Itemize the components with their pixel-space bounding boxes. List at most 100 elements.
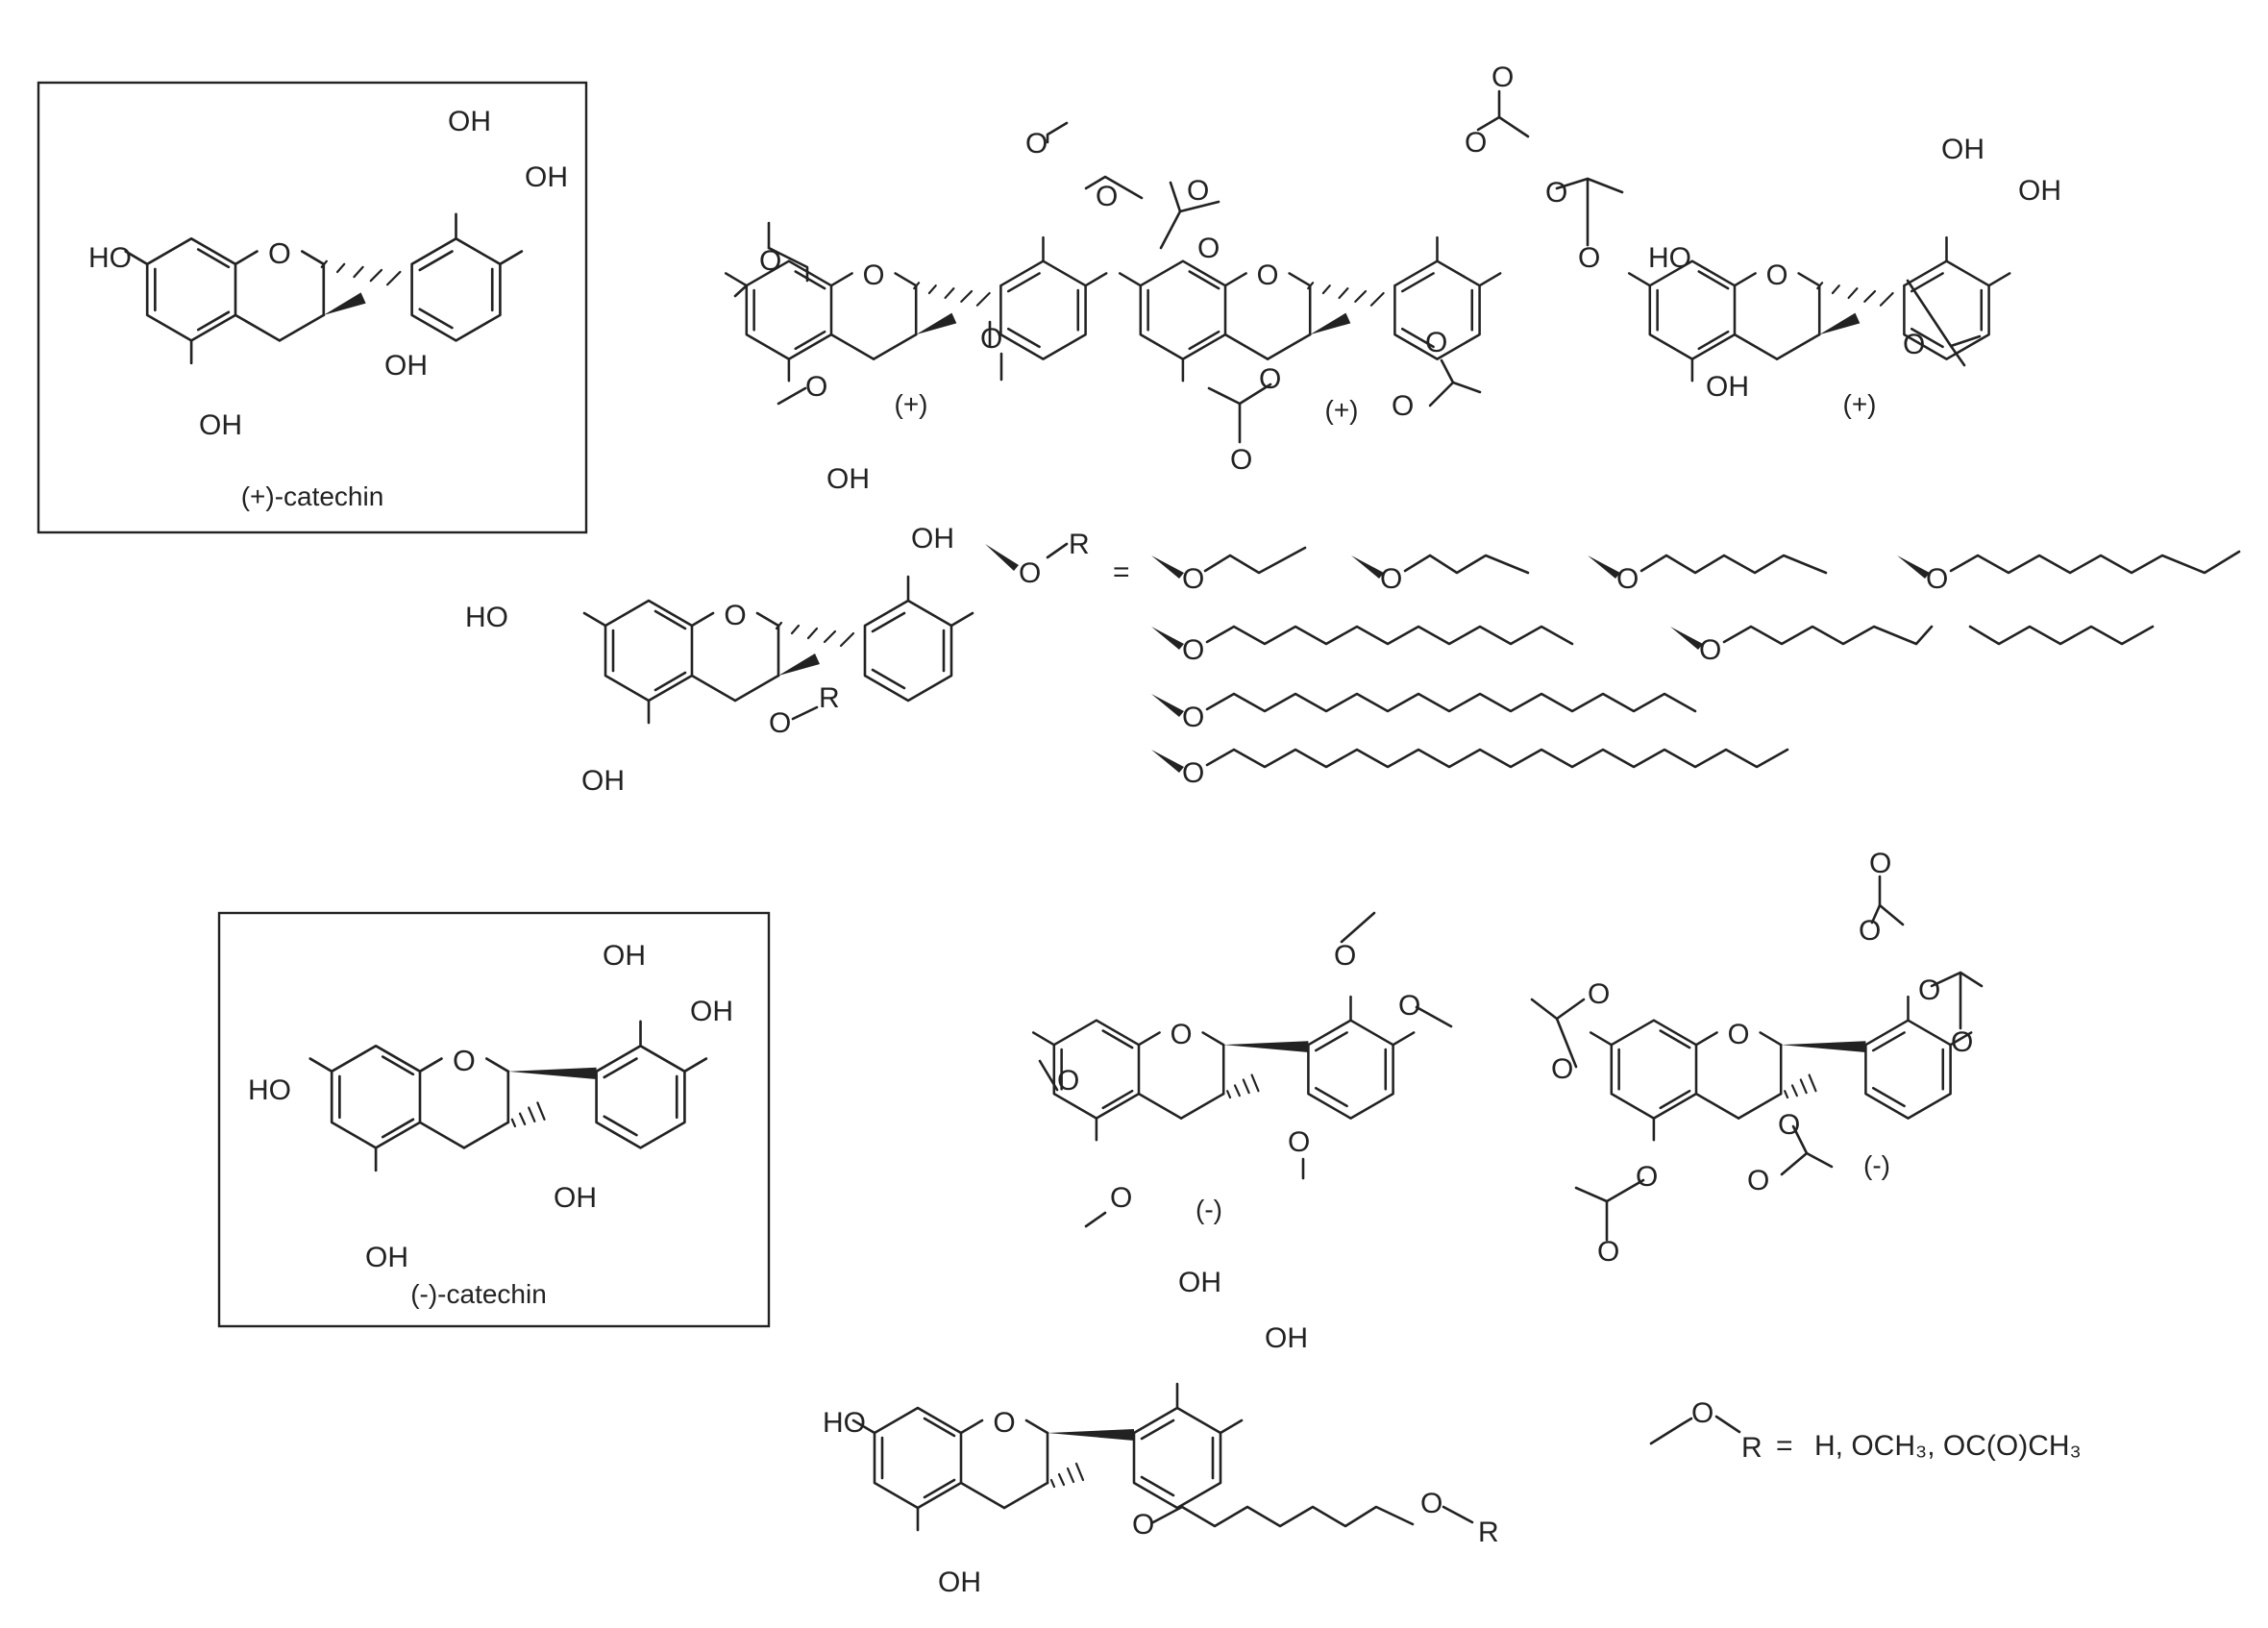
svg-text:OH: OH bbox=[525, 161, 568, 193]
minus-3-o-hexyl-catechin: HO OH OH OH O O R bbox=[823, 1267, 1499, 1598]
svg-text:O: O bbox=[1420, 1488, 1442, 1519]
svg-text:O: O bbox=[1636, 1161, 1658, 1193]
svg-text:O: O bbox=[1918, 974, 1940, 1006]
svg-text:HO: HO bbox=[823, 1407, 866, 1439]
plus-label-1: (+) bbox=[895, 389, 928, 419]
svg-text:O: O bbox=[1132, 1509, 1154, 1541]
svg-text:O: O bbox=[1288, 1126, 1310, 1158]
chain-propyl: O bbox=[1151, 546, 1307, 595]
svg-text:O: O bbox=[769, 707, 791, 739]
svg-text:O: O bbox=[1551, 1053, 1573, 1085]
svg-text:OH: OH bbox=[1178, 1267, 1221, 1298]
svg-text:OH: OH bbox=[2018, 175, 2061, 207]
svg-text:O: O bbox=[980, 323, 1002, 355]
svg-text:O: O bbox=[1187, 175, 1209, 207]
svg-text:O: O bbox=[1545, 177, 1567, 209]
svg-text:O: O bbox=[1926, 563, 1948, 595]
svg-text:O: O bbox=[1578, 242, 1600, 274]
chain-hexyl-2: O bbox=[1670, 625, 1934, 666]
svg-text:O: O bbox=[1110, 1182, 1132, 1214]
minus-tetramethyl-ether: O O O O O (-) bbox=[1031, 911, 1453, 1228]
svg-text:O: O bbox=[1197, 233, 1220, 264]
svg-text:O: O bbox=[1491, 62, 1514, 93]
minus-catechin-frame bbox=[217, 911, 771, 1328]
minus-pentaacetate: O O O O O O O O O O (-) bbox=[1530, 848, 1984, 1268]
plus-cyclic-ketal: HO OH OH OH O (+) bbox=[1627, 134, 2061, 419]
svg-text:HO: HO bbox=[465, 602, 508, 633]
minus-label-2: (-) bbox=[1863, 1150, 1890, 1180]
svg-text:OH: OH bbox=[603, 940, 646, 972]
chain-butyl: O bbox=[1351, 554, 1530, 595]
svg-text:O: O bbox=[1398, 990, 1420, 1022]
svg-text:O: O bbox=[1182, 702, 1204, 733]
plus-catechin-frame bbox=[37, 81, 588, 534]
svg-text:O: O bbox=[1859, 915, 1881, 947]
svg-text:OH: OH bbox=[1941, 134, 1984, 165]
svg-text:OH: OH bbox=[911, 523, 954, 555]
svg-text:OH: OH bbox=[581, 765, 625, 797]
svg-text:O: O bbox=[805, 371, 827, 403]
plus-label-2: (+) bbox=[1325, 395, 1359, 425]
svg-text:O: O bbox=[1747, 1165, 1769, 1196]
svg-text:O: O bbox=[1699, 634, 1721, 666]
svg-text:OH: OH bbox=[199, 409, 242, 441]
svg-text:O: O bbox=[1259, 363, 1281, 395]
svg-text:O: O bbox=[1392, 390, 1414, 422]
svg-text:O: O bbox=[1465, 127, 1487, 159]
svg-text:O: O bbox=[1425, 327, 1447, 358]
r-group-legend: O R = H, OCH₃, OC(O)CH₃ bbox=[1649, 1397, 2082, 1464]
plus-catechin-label: (+)-catechin bbox=[241, 481, 384, 511]
svg-text:O: O bbox=[1096, 181, 1118, 212]
chain-hexyl: O bbox=[1588, 554, 1828, 595]
svg-text:R: R bbox=[1478, 1517, 1499, 1548]
svg-text:HO: HO bbox=[248, 1074, 291, 1106]
svg-text:OH: OH bbox=[1265, 1322, 1308, 1354]
svg-text:OH: OH bbox=[384, 350, 428, 382]
svg-text:O: O bbox=[1182, 634, 1204, 666]
plus-3-o-alkyl-catechin: HO OH OH OH O R bbox=[465, 463, 974, 797]
minus-catechin-structure: HO OH OH OH OH (-)-catechin bbox=[217, 911, 771, 1328]
chain-hexadecyl: O bbox=[1151, 748, 1789, 789]
svg-text:R: R bbox=[1069, 529, 1090, 560]
svg-text:HO: HO bbox=[1648, 242, 1691, 274]
plus-tetramethyl-ether: O O O O O (+) bbox=[724, 121, 1144, 419]
svg-text:O: O bbox=[1903, 329, 1925, 360]
svg-text:=: = bbox=[1776, 1430, 1793, 1462]
svg-text:O: O bbox=[1691, 1397, 1713, 1429]
svg-text:O: O bbox=[1616, 563, 1639, 595]
svg-text:O: O bbox=[1057, 1065, 1079, 1097]
svg-text:O: O bbox=[1597, 1236, 1619, 1268]
r-group-values: H, OCH₃, OC(O)CH₃ bbox=[1814, 1430, 2082, 1462]
svg-text:O: O bbox=[759, 245, 781, 277]
chain-free bbox=[1968, 625, 2155, 646]
svg-text:OH: OH bbox=[1706, 371, 1749, 403]
svg-text:O: O bbox=[1019, 557, 1041, 589]
minus-catechin-label: (-)-catechin bbox=[410, 1279, 547, 1309]
svg-text:OH: OH bbox=[690, 996, 733, 1027]
svg-text:=: = bbox=[1113, 556, 1130, 588]
svg-text:OH: OH bbox=[365, 1242, 408, 1273]
svg-text:O: O bbox=[1182, 563, 1204, 595]
minus-label-1: (-) bbox=[1196, 1195, 1222, 1224]
chain-octyl: O bbox=[1897, 550, 2241, 595]
svg-text:O: O bbox=[1951, 1026, 1973, 1058]
svg-text:OH: OH bbox=[826, 463, 870, 495]
svg-text:O: O bbox=[1778, 1109, 1800, 1141]
alkyl-chain-legend: O R = O O O O O bbox=[985, 529, 2241, 789]
svg-text:O: O bbox=[1869, 848, 1891, 879]
svg-text:O: O bbox=[1334, 940, 1356, 972]
plus-pentaacetate: O O O O O O O O O O (+) bbox=[1118, 62, 1624, 476]
svg-text:R: R bbox=[819, 682, 840, 714]
svg-text:O: O bbox=[1230, 444, 1252, 476]
svg-text:OH: OH bbox=[448, 106, 491, 137]
svg-text:OH: OH bbox=[554, 1182, 597, 1214]
svg-text:O: O bbox=[1025, 128, 1048, 160]
svg-text:HO: HO bbox=[88, 242, 132, 274]
svg-text:O: O bbox=[1588, 978, 1610, 1010]
chain-decyl: O bbox=[1151, 625, 1574, 666]
svg-text:OH: OH bbox=[938, 1566, 981, 1598]
plus-label-3: (+) bbox=[1843, 389, 1877, 419]
svg-text:O: O bbox=[1182, 757, 1204, 789]
plus-catechin-structure: HO OH OH OH OH (+)-catechin bbox=[37, 81, 588, 534]
